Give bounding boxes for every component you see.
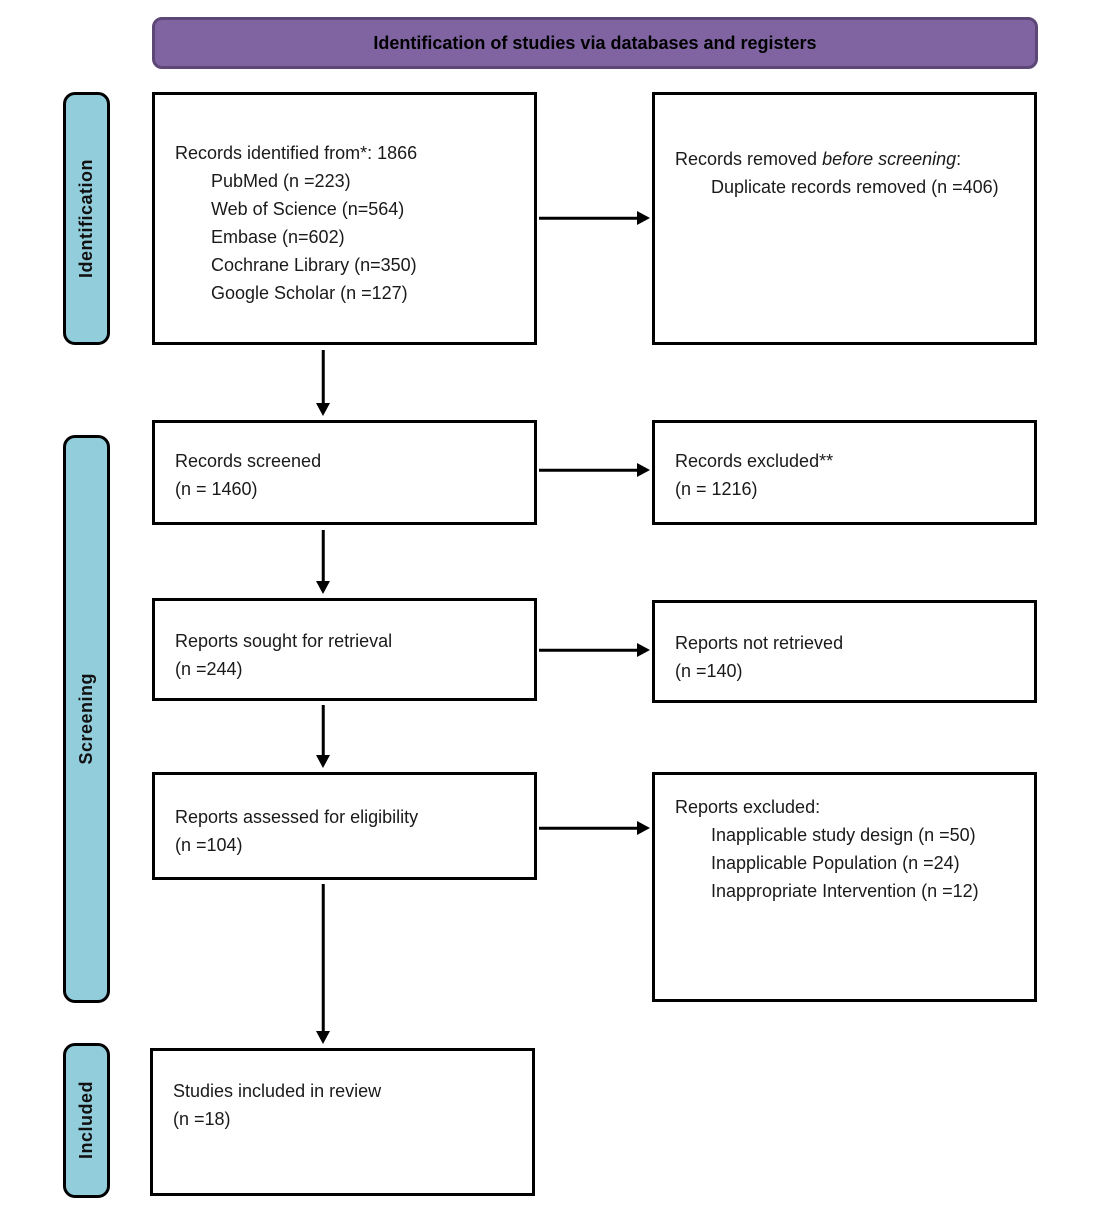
records-removed-line1: Records removed before screening: [675, 149, 962, 169]
reports-excluded-line1: Reports excluded: [675, 797, 821, 817]
stage-screening: Screening [63, 435, 110, 1003]
arrow-shaft [539, 468, 639, 472]
reports-assessed-line2: (n =104) [175, 835, 243, 855]
arrow-head-icon [637, 211, 650, 225]
reports-sought-line1: Reports sought for retrieval [175, 631, 393, 651]
records-excluded-line2: (n = 1216) [675, 479, 758, 499]
reports-assessed-line1: Reports assessed for eligibility [175, 807, 419, 827]
arrow-shaft [321, 530, 325, 583]
studies-included-line2: (n =18) [173, 1109, 231, 1129]
box-studies-included: Studies included in review (n =18) [150, 1048, 535, 1196]
records-identified-item: PubMed (n =223) [211, 171, 351, 191]
box-records-excluded: Records excluded** (n = 1216) [652, 420, 1037, 525]
arrow-screened-to-sought [316, 530, 330, 594]
arrow-shaft [539, 826, 639, 830]
arrow-shaft [321, 884, 325, 1033]
arrow-assessed-to-excluded [539, 821, 650, 835]
arrow-head-icon [637, 463, 650, 477]
records-removed-item: Duplicate records removed (n =406) [711, 177, 999, 197]
stage-included: Included [63, 1043, 110, 1198]
records-excluded-line1: Records excluded** [675, 451, 834, 471]
stage-identification: Identification [63, 92, 110, 345]
arrow-identified-to-removed [539, 211, 650, 225]
reports-excluded-item: Inappropriate Intervention (n =12) [711, 881, 979, 901]
box-reports-not-retrieved: Reports not retrieved (n =140) [652, 600, 1037, 703]
stage-screening-label: Screening [76, 673, 96, 765]
stage-included-label: Included [76, 1081, 96, 1160]
arrow-head-icon [637, 821, 650, 835]
arrow-sought-to-not-retrieved [539, 643, 650, 657]
reports-excluded-item: Inapplicable study design (n =50) [711, 825, 976, 845]
box-reports-sought: Reports sought for retrieval (n =244) [152, 598, 537, 701]
box-records-removed: Records removed before screening: Duplic… [652, 92, 1037, 345]
reports-sought-line2: (n =244) [175, 659, 243, 679]
arrow-shaft [539, 216, 639, 220]
records-identified-item: Cochrane Library (n=350) [211, 255, 417, 275]
arrow-identified-to-screened [316, 350, 330, 416]
records-identified-item: Google Scholar (n =127) [211, 283, 408, 303]
arrow-head-icon [637, 643, 650, 657]
box-records-identified: Records identified from*: 1866 PubMed (n… [152, 92, 537, 345]
records-identified-item: Embase (n=602) [211, 227, 345, 247]
arrow-shaft [539, 648, 639, 652]
reports-excluded-item: Inapplicable Population (n =24) [711, 853, 960, 873]
box-reports-assessed: Reports assessed for eligibility (n =104… [152, 772, 537, 880]
box-reports-excluded: Reports excluded: Inapplicable study des… [652, 772, 1037, 1002]
arrow-screened-to-excluded [539, 463, 650, 477]
arrow-shaft [321, 705, 325, 757]
arrow-assessed-to-included [316, 884, 330, 1044]
box-records-screened: Records screened (n = 1460) [152, 420, 537, 525]
arrow-head-icon [316, 755, 330, 768]
records-identified-line1: Records identified from*: 1866 [175, 143, 418, 163]
records-screened-line1: Records screened [175, 451, 322, 471]
arrow-sought-to-assessed [316, 705, 330, 768]
header-banner: Identification of studies via databases … [152, 17, 1038, 69]
arrow-head-icon [316, 1031, 330, 1044]
stage-identification-label: Identification [76, 159, 96, 278]
header-title: Identification of studies via databases … [373, 32, 817, 53]
arrow-head-icon [316, 403, 330, 416]
studies-included-line1: Studies included in review [173, 1081, 382, 1101]
reports-not-retrieved-line1: Reports not retrieved [675, 633, 844, 653]
records-screened-line2: (n = 1460) [175, 479, 258, 499]
records-identified-item: Web of Science (n=564) [211, 199, 405, 219]
arrow-head-icon [316, 581, 330, 594]
arrow-shaft [321, 350, 325, 405]
reports-not-retrieved-line2: (n =140) [675, 661, 743, 681]
